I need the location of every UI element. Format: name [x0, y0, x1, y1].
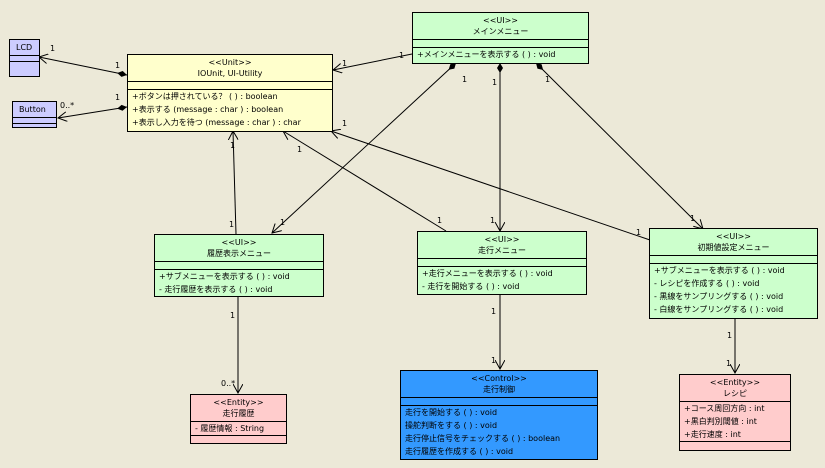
init-menu-op: - 黒線をサンプリングする ( ) : void — [654, 292, 784, 301]
init-menu-op: - 白線をサンプリングする ( ) : void — [654, 305, 784, 314]
run-control-op: 操舵判断をする ( ) : void — [405, 421, 498, 430]
edge-main-history — [272, 62, 457, 233]
history-menu-op: +サブメニューを表示する ( ) : void — [159, 272, 290, 281]
multiplicity-label: 1 — [50, 44, 56, 53]
multiplicity-label: 1 — [437, 216, 443, 225]
iounit-op: +ボタンは押されている？ ( ) : boolean — [132, 92, 278, 101]
init-menu-stereotype: <<UI>> — [715, 232, 752, 241]
recipe-attr: +コース周回方向 : int — [684, 404, 765, 413]
init-menu-op: - レシピを作成する ( ) : void — [654, 279, 760, 288]
recipe-stereotype: <<Entity>> — [709, 378, 761, 387]
button-class[interactable]: Button — [12, 101, 57, 128]
history-menu-stereotype: <<UI>> — [221, 238, 257, 247]
multiplicity-label: 1 — [297, 145, 303, 154]
main-menu-class[interactable]: <<UI>> メインメニュー +メインメニューを表示する ( ) : void — [412, 12, 589, 64]
multiplicity-label: 1 — [342, 119, 348, 128]
edge-history-unit — [233, 131, 236, 235]
run-menu-stereotype: <<UI>> — [484, 235, 520, 244]
button-class-name: Button — [13, 102, 56, 118]
multiplicity-label: 1 — [727, 331, 733, 340]
iounit-op: +表示する (message : char ) : boolean — [132, 105, 284, 114]
recipe-class[interactable]: <<Entity>> レシピ +コース周回方向 : int +黒白判別閾値 : … — [679, 374, 791, 451]
multiplicity-label: 1 — [399, 51, 405, 60]
multiplicity-label: 1 — [490, 216, 496, 225]
init-menu-class[interactable]: <<UI>> 初期値設定メニュー +サブメニューを表示する ( ) : void… — [649, 228, 818, 319]
run-control-op: 走行を開始する ( ) : void — [405, 408, 498, 417]
lcd-class-name: LCD — [10, 40, 39, 56]
history-menu-name: 履歴表示メニュー — [207, 249, 271, 258]
edge-init-unit — [331, 131, 651, 241]
run-menu-class[interactable]: <<UI>> 走行メニュー +走行メニューを表示する ( ) : void - … — [417, 231, 587, 295]
multiplicity-label: 1 — [115, 61, 121, 70]
multiplicity-label: 1 — [280, 218, 286, 227]
init-menu-name: 初期値設定メニュー — [697, 243, 770, 252]
multiplicity-label: 1 — [690, 214, 696, 223]
multiplicity-label: 1 — [462, 75, 468, 84]
run-history-stereotype: <<Entity>> — [213, 398, 264, 407]
multiplicity-label: 1 — [230, 141, 236, 150]
history-menu-op: - 走行履歴を表示する ( ) : void — [159, 285, 273, 294]
multiplicity-label: 1 — [492, 78, 498, 87]
multiplicity-label: 1 — [545, 75, 551, 84]
edge-unit-lcd — [39, 57, 128, 75]
iounit-stereotype: <<Unit>> — [208, 58, 252, 67]
edge-run-unit — [283, 131, 447, 232]
run-history-attr: - 履歴情報 : String — [191, 422, 286, 436]
multiplicity-label: 1 — [491, 307, 497, 316]
multiplicity-label: 1 — [342, 59, 348, 68]
edge-unit-button — [58, 107, 128, 118]
iounit-op: +表示し入力を待つ (message : char ) : char — [132, 118, 301, 127]
recipe-name: レシピ — [723, 389, 747, 398]
history-menu-class[interactable]: <<UI>> 履歴表示メニュー +サブメニューを表示する ( ) : void … — [154, 234, 324, 297]
run-menu-op: +走行メニューを表示する ( ) : void — [422, 269, 553, 278]
run-menu-op: - 走行を開始する ( ) : void — [422, 282, 520, 291]
init-menu-op: +サブメニューを表示する ( ) : void — [654, 266, 785, 275]
run-history-name: 走行履歴 — [222, 409, 255, 418]
multiplicity-label: 1 — [229, 220, 235, 229]
multiplicity-label: 1 — [636, 228, 642, 237]
run-history-class[interactable]: <<Entity>> 走行履歴 - 履歴情報 : String — [190, 394, 287, 444]
edge-main-init — [535, 62, 703, 229]
lcd-class[interactable]: LCD — [9, 39, 40, 77]
recipe-attr: +黒白判別閾値 : int — [684, 417, 757, 426]
recipe-attr: +走行速度 : int — [680, 428, 790, 442]
multiplicity-label: 1 — [230, 311, 236, 320]
run-control-class[interactable]: <<Control>> 走行制御 走行を開始する ( ) : void 操舵判断… — [400, 370, 598, 460]
run-control-op: 走行履歴を作成する ( ) : void — [405, 447, 514, 456]
main-menu-op: +メインメニューを表示する ( ) : void — [417, 50, 556, 59]
run-menu-name: 走行メニュー — [478, 246, 526, 255]
multiplicity-label: 0..* — [221, 379, 236, 388]
main-menu-name: メインメニュー — [472, 27, 529, 36]
multiplicity-label: 1 — [726, 359, 732, 368]
multiplicity-label: 1 — [491, 356, 497, 365]
iounit-name: IOUnit, UI-Utility — [197, 69, 263, 78]
multiplicity-label: 1 — [115, 93, 121, 102]
run-control-op: 走行停止信号をチェックする ( ) : boolean — [405, 434, 561, 443]
run-control-name: 走行制御 — [483, 385, 515, 394]
iounit-class[interactable]: <<Unit>> IOUnit, UI-Utility +ボタンは押されている？… — [127, 54, 333, 132]
main-menu-stereotype: <<UI>> — [482, 16, 519, 25]
multiplicity-label: 0..* — [60, 101, 75, 110]
run-control-stereotype: <<Control>> — [471, 374, 527, 383]
